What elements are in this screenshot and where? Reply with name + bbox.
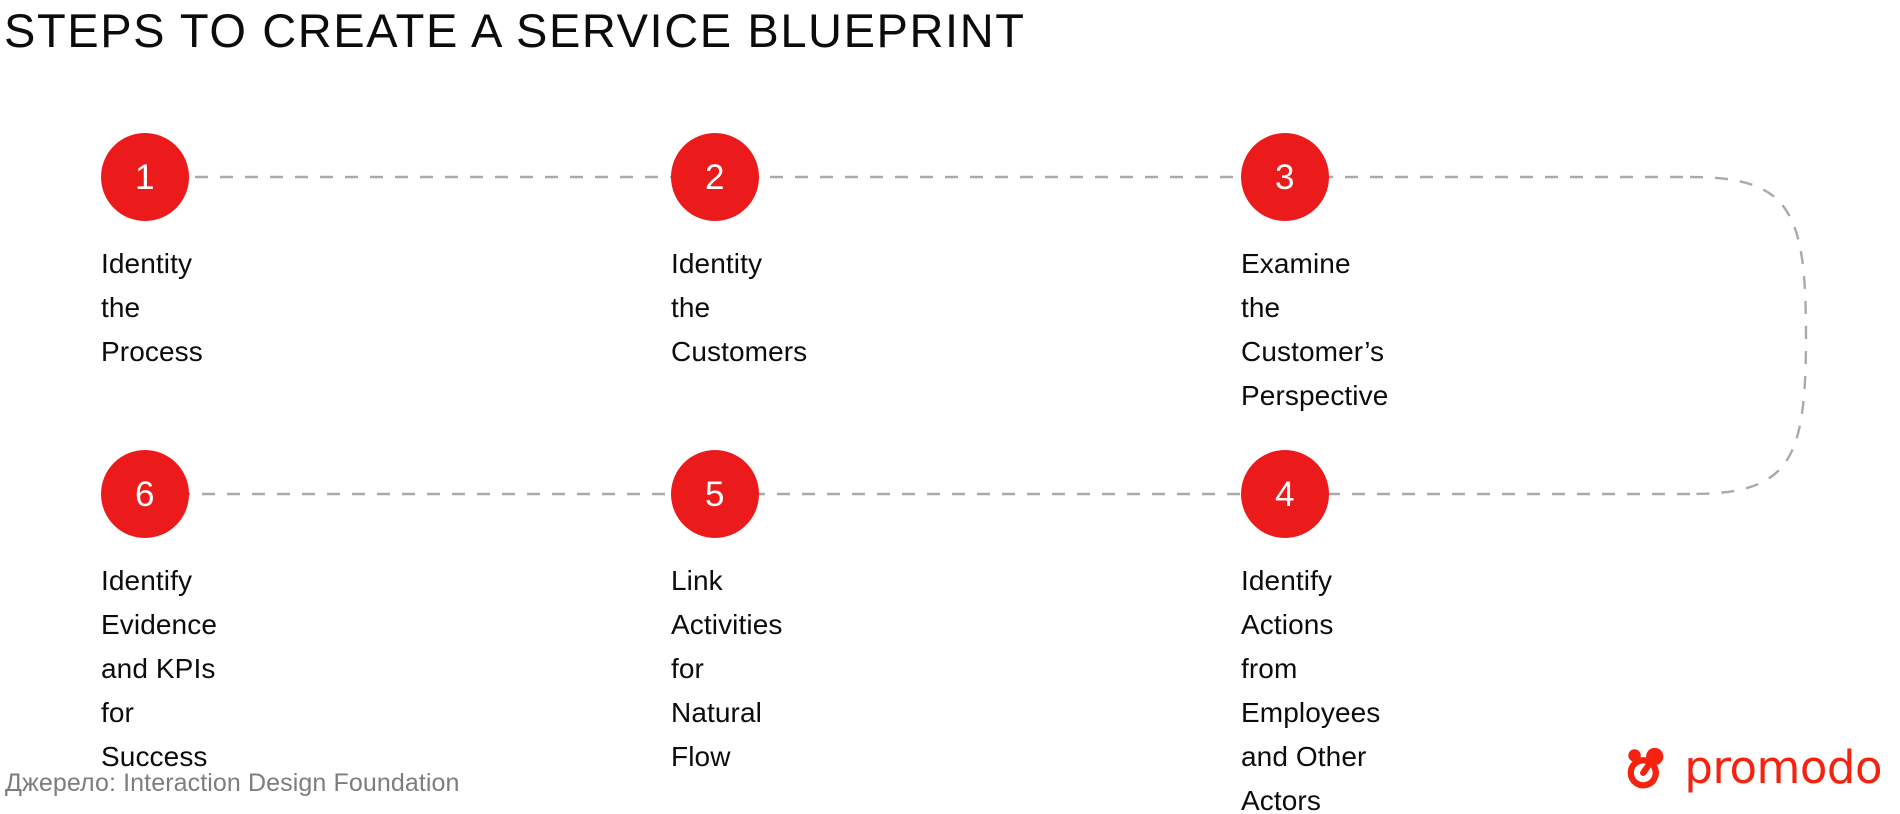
promodo-wordmark: promodo: [1684, 741, 1882, 794]
step-3-badge[interactable]: 3: [1241, 133, 1329, 221]
step-6-badge[interactable]: 6: [101, 450, 189, 538]
connector-curve-right: [1689, 175, 1808, 496]
step-1-badge[interactable]: 1: [101, 133, 189, 221]
promodo-logo-icon: [1628, 747, 1664, 789]
step-3-label: Examine the Customer’s Perspective: [1241, 248, 1389, 411]
step-4-badge[interactable]: 4: [1241, 450, 1329, 538]
promodo-logo[interactable]: promodo: [1624, 744, 1882, 792]
step-5-badge[interactable]: 5: [671, 450, 759, 538]
step-2-label: Identity the Customers: [671, 248, 808, 367]
step-2-badge[interactable]: 2: [671, 133, 759, 221]
step-6-label: Identify Evidence and KPIs for Success: [101, 565, 217, 772]
source-caption: Джерело: Interaction Design Foundation: [5, 769, 460, 797]
step-4-label: Identify Actions from Employees and Othe…: [1241, 565, 1381, 814]
step-5-label: Link Activities for Natural Flow: [671, 565, 783, 772]
step-1-label: Identity the Process: [101, 248, 203, 367]
page-title: STEPS TO CREATE A SERVICE BLUEPRINT: [4, 4, 1026, 57]
